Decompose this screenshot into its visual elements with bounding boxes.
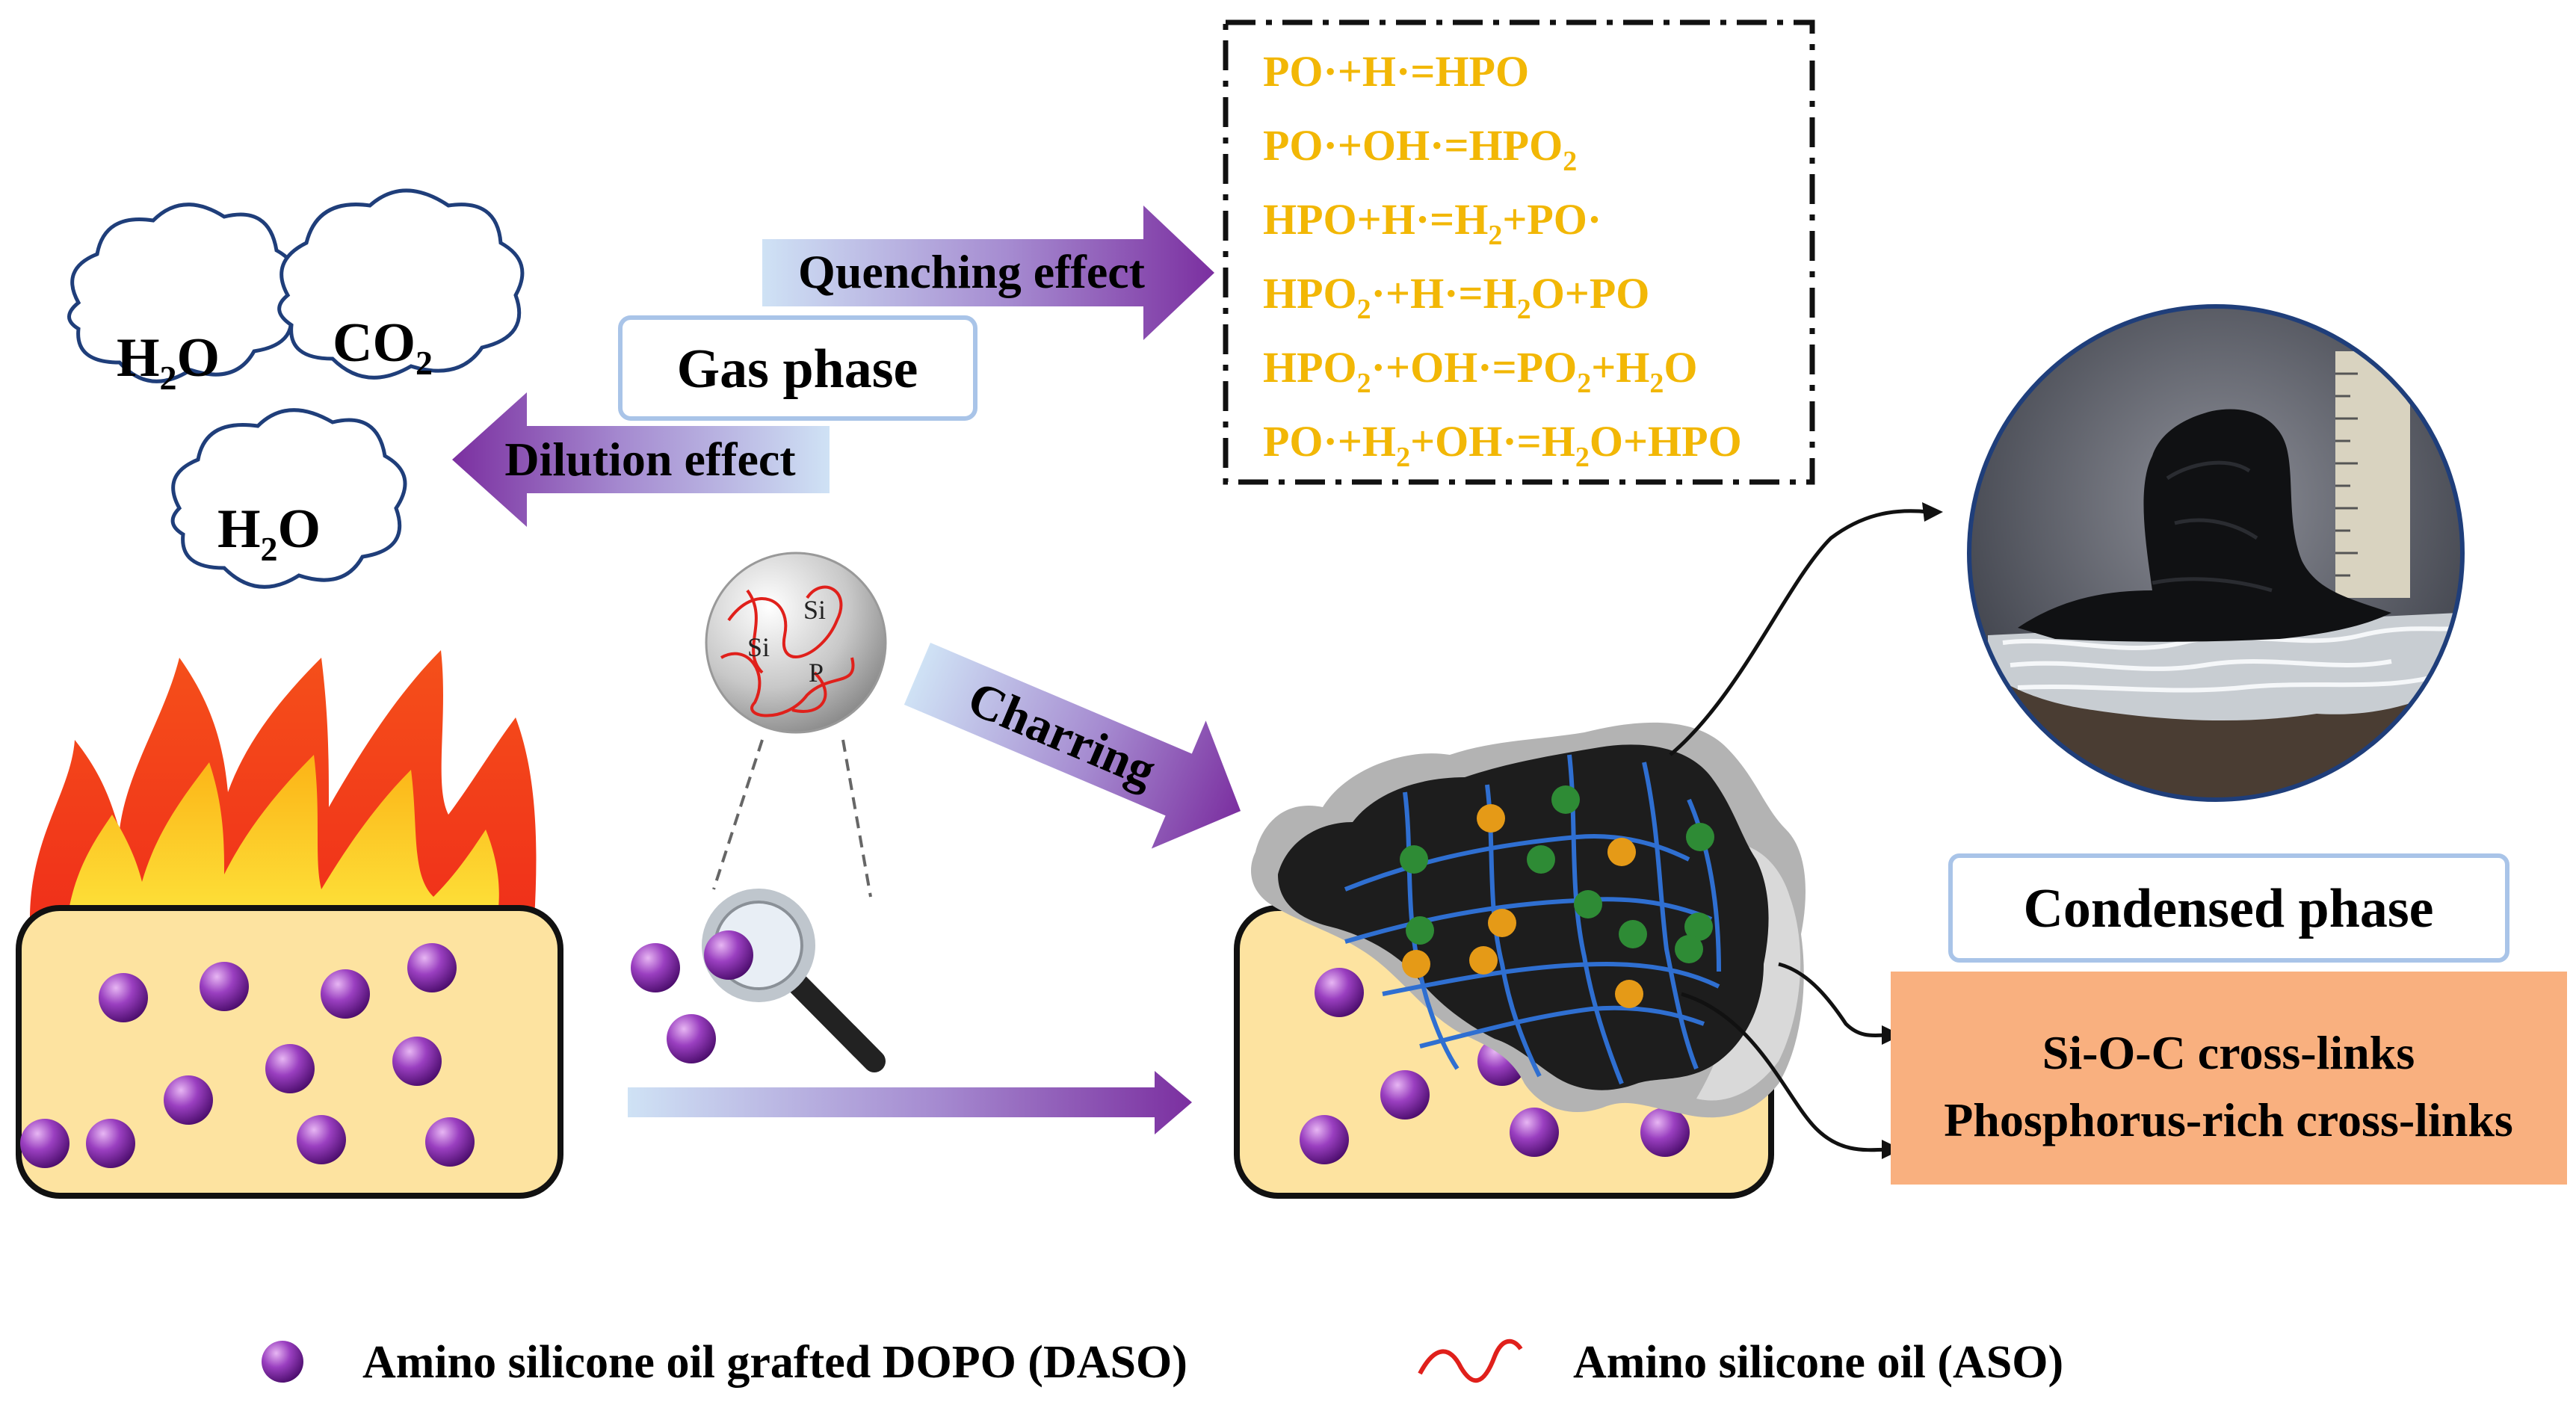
quenching-arrow: Quenching effect (762, 206, 1214, 340)
svg-text:CO2: CO2 (333, 312, 433, 382)
sphere-label-p: P (809, 658, 824, 688)
network-node-si (1675, 935, 1703, 963)
cloud-label: CO (333, 312, 416, 374)
svg-text:H2O: H2O (117, 327, 220, 397)
network-node-p (1615, 980, 1643, 1008)
network-node-p (1477, 804, 1505, 833)
flames (30, 650, 537, 919)
daso-bead (1300, 1115, 1349, 1164)
zoom-lines (712, 739, 872, 898)
daso-bead (407, 943, 457, 992)
daso-bead (1315, 968, 1364, 1017)
daso-bead (631, 943, 680, 992)
crosslinks-box: Si-O-C cross-links Phosphorus-rich cross… (1891, 972, 2567, 1185)
daso-bead (200, 962, 249, 1011)
network-node-si (1527, 845, 1555, 874)
network-strand (1419, 1005, 1705, 1049)
reaction-equation: PO·+OH·=HPO2 (1263, 121, 1577, 177)
cloud-label: H (117, 327, 160, 389)
network-node-p (1469, 946, 1498, 975)
network-node-si (1684, 913, 1713, 941)
sphere-label-si: Si (803, 595, 826, 625)
legend-daso-icon (262, 1341, 303, 1383)
process-arrow (628, 1071, 1192, 1134)
network-node-si (1574, 890, 1602, 918)
connector-arrows (1669, 509, 1929, 1152)
daso-bead (704, 930, 753, 980)
gas-phase-box: Gas phase (618, 315, 977, 421)
reaction-equation: PO·+H2+OH·=H2O+HPO (1263, 417, 1742, 473)
daso-bead (297, 1115, 346, 1164)
daso-bead (392, 1037, 442, 1086)
condensed-phase-label: Condensed phase (2023, 878, 2433, 939)
network-node-si (1619, 920, 1647, 948)
daso-bead (1380, 1070, 1430, 1120)
quenching-label: Quenching effect (798, 245, 1146, 298)
char-residue-photo (1967, 304, 2465, 802)
polymer-block-left (16, 905, 563, 1199)
network-node-si (1551, 785, 1580, 814)
beads-middle (631, 930, 753, 1063)
daso-bead (86, 1119, 135, 1168)
crosslink-phosphorus: Phosphorus-rich cross-links (1944, 1093, 2513, 1146)
gas-phase-label: Gas phase (677, 339, 918, 400)
dilution-arrow: Dilution effect (452, 392, 830, 527)
network-strand (1382, 961, 1720, 996)
cloud-h2o-2: H2O (170, 408, 407, 589)
cloud-h2o-1: H2O (67, 203, 299, 397)
cloud-label: H (217, 498, 261, 560)
network-node-si (1406, 916, 1434, 945)
cloud-co2: CO2 (277, 188, 525, 382)
condensed-phase-box: Condensed phase (1948, 853, 2509, 963)
charring-arrow: Charring (904, 643, 1241, 849)
network-strand (1642, 762, 1699, 1070)
daso-bead (164, 1075, 213, 1125)
legend-aso-label: Amino silicone oil (ASO) (1573, 1337, 2063, 1388)
daso-bead (99, 973, 148, 1022)
legend-daso-label: Amino silicone oil grafted DOPO (DASO) (362, 1337, 1187, 1388)
network-node-si (1400, 845, 1428, 874)
daso-bead (1640, 1108, 1690, 1157)
silicone-sphere: Si Si P (705, 552, 887, 734)
network-strand (1567, 754, 1624, 1085)
daso-bead (425, 1117, 475, 1167)
daso-bead (1510, 1108, 1559, 1157)
legend: Amino silicone oil grafted DOPO (DASO) A… (262, 1337, 2063, 1388)
network-strand (1485, 784, 1542, 1078)
daso-bead (20, 1119, 70, 1168)
daso-bead (265, 1044, 315, 1093)
network-node-p (1607, 838, 1636, 866)
network-node-si (1686, 823, 1714, 851)
sphere-label-si: Si (747, 632, 770, 662)
reaction-equation: HPO2·+OH·=PO2+H2O (1263, 343, 1698, 399)
svg-text:H2O: H2O (217, 498, 321, 568)
daso-bead (667, 1014, 716, 1063)
crosslink-si-o-c: Si-O-C cross-links (2042, 1026, 2415, 1079)
daso-bead (321, 969, 370, 1019)
reaction-equation: HPO2·+H·=H2O+PO (1263, 269, 1649, 325)
network-strand (1687, 798, 1721, 972)
char-layer (1251, 722, 1806, 1118)
legend-aso-icon (1418, 1338, 1523, 1383)
network-node-p (1488, 909, 1516, 937)
reaction-equation: HPO+H·=H2+PO· (1263, 195, 1601, 251)
reaction-equation: PO·+H·=HPO (1263, 47, 1529, 96)
dilution-label: Dilution effect (504, 433, 796, 486)
network-node-p (1402, 950, 1430, 978)
